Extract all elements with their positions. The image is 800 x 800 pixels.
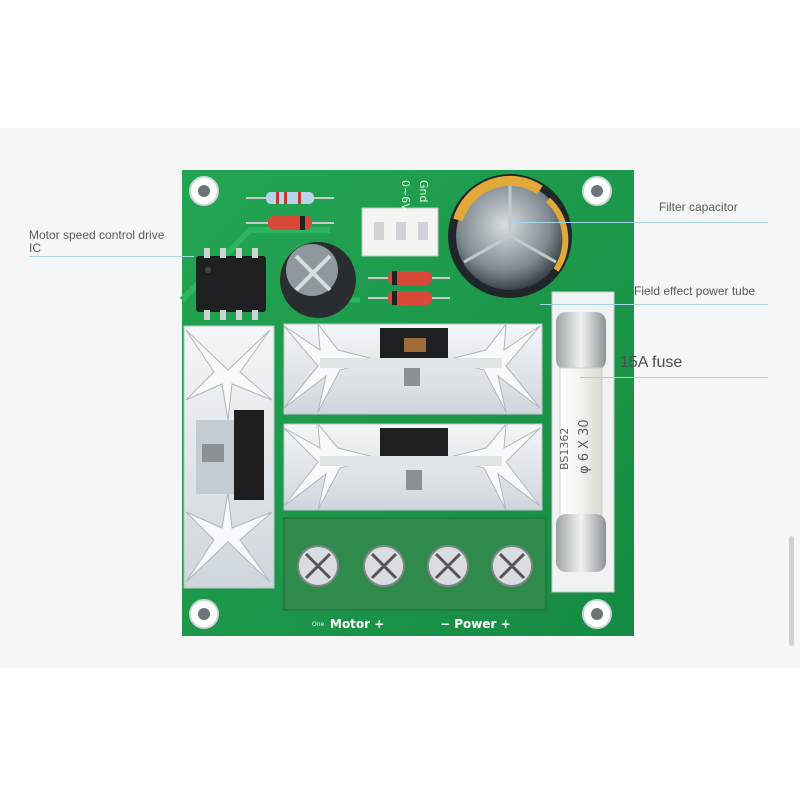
annotation-filter-capacitor: Filter capacitor	[659, 200, 738, 214]
scrollbar-thumb[interactable]	[789, 536, 794, 646]
annotation-driver-ic: Motor speed control drive IC	[29, 228, 165, 255]
header-label-range: 0~6V	[399, 180, 412, 211]
leader-line-fuse	[580, 377, 768, 378]
driver-ic	[196, 256, 266, 312]
screw-terminal-block	[283, 517, 547, 611]
header-label-gnd: Gnd	[417, 180, 430, 202]
annotation-fuse: 15A fuse	[620, 354, 683, 371]
left-heatsink	[183, 325, 275, 589]
lower-heatsink	[283, 422, 543, 511]
mounting-hole	[189, 176, 612, 629]
fuse: BS1362 φ 6 X 30	[551, 291, 615, 593]
upper-heatsink	[283, 322, 543, 415]
terminal-label-power: − Power +	[440, 617, 511, 631]
terminal-label-motor: Motor +	[330, 617, 384, 631]
fuse-print-size: φ 6 X 30	[577, 419, 592, 474]
leader-line-ic	[29, 256, 194, 257]
fuse-print-rating: BS1362	[558, 428, 571, 470]
annotation-power-fet: Field effect power tube	[634, 284, 756, 298]
leader-line-capacitor	[512, 222, 768, 223]
leader-line-fet	[540, 304, 768, 305]
terminal-label-small: One	[312, 621, 325, 628]
